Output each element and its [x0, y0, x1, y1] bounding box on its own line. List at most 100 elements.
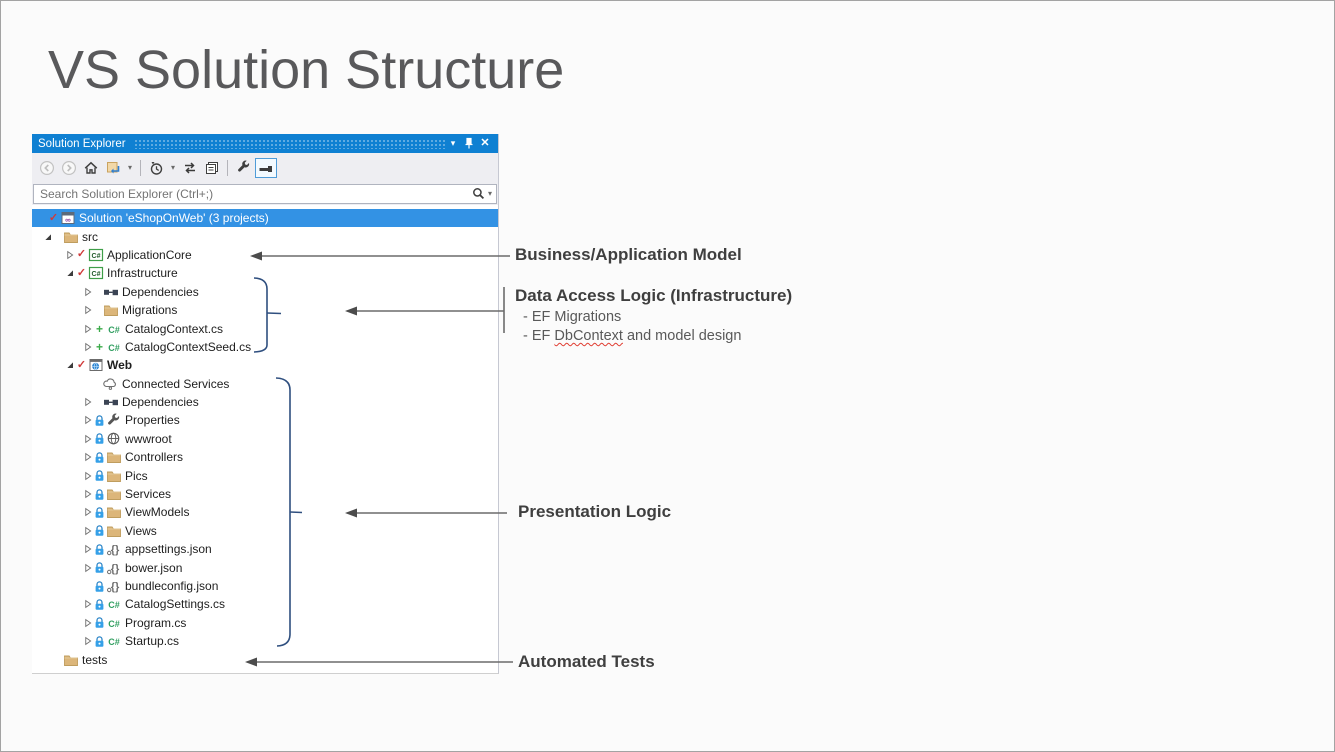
json-icon: {}	[105, 541, 122, 557]
panel-titlebar[interactable]: Solution Explorer ▾ ✕	[32, 134, 498, 153]
properties-icon[interactable]	[233, 157, 253, 179]
tree-item-pics[interactable]: Pics	[32, 466, 498, 484]
tree-item-tests[interactable]: tests	[32, 650, 498, 668]
tree-item-controllers[interactable]: Controllers	[32, 448, 498, 466]
expander-collapsed-icon[interactable]	[81, 414, 94, 426]
dependencies-icon	[102, 394, 119, 410]
wrench-icon	[105, 413, 122, 428]
expander-collapsed-icon[interactable]	[81, 470, 94, 482]
expander-collapsed-icon[interactable]	[81, 286, 94, 298]
folder-icon	[102, 302, 119, 318]
tree-item-properties[interactable]: Properties	[32, 411, 498, 429]
expander-collapsed-icon[interactable]	[81, 396, 94, 408]
svg-text:C#: C#	[108, 637, 120, 647]
tree-item-viewmodels[interactable]: ViewModels	[32, 503, 498, 521]
csproj-icon: C#	[87, 265, 104, 281]
tree-item-label: Migrations	[122, 303, 178, 318]
tree-item-label: Program.cs	[125, 615, 187, 630]
folder-icon	[105, 468, 122, 484]
sync-with-active-document-icon[interactable]	[180, 157, 200, 179]
tree-item-dependencies[interactable]: Dependencies	[32, 283, 498, 301]
csproj-icon: C#	[87, 247, 104, 263]
annotation-data-access: Data Access Logic (Infrastructure) - EF …	[515, 286, 792, 344]
expander-collapsed-icon[interactable]	[81, 525, 94, 537]
collapse-all-icon[interactable]	[202, 157, 222, 179]
tree-item-web[interactable]: ✓Web	[32, 356, 498, 374]
tree-item-label: ViewModels	[125, 505, 190, 520]
preview-selected-items-icon[interactable]	[255, 157, 277, 178]
tree-item-program-cs[interactable]: C# Program.cs	[32, 614, 498, 632]
expander-collapsed-icon[interactable]	[63, 249, 76, 261]
tree-item-services[interactable]: Services	[32, 485, 498, 503]
expander-collapsed-icon[interactable]	[81, 323, 94, 335]
tree-item-migrations[interactable]: Migrations	[32, 301, 498, 319]
tree-item-label: Dependencies	[122, 395, 199, 410]
expander-collapsed-icon[interactable]	[81, 543, 94, 555]
search-input[interactable]: Search Solution Explorer (Ctrl+;) ▾	[33, 183, 497, 204]
tree-item-applicationcore[interactable]: ✓C#ApplicationCore	[32, 246, 498, 264]
page-title: VS Solution Structure	[48, 40, 565, 100]
tree-item-bower-json[interactable]: {}bower.json	[32, 558, 498, 576]
tree-item-appsettings-json[interactable]: {}appsettings.json	[32, 540, 498, 558]
svg-text:C#: C#	[108, 619, 120, 629]
expander-collapsed-icon[interactable]	[81, 304, 94, 316]
tree-item-wwwroot[interactable]: wwwroot	[32, 430, 498, 448]
dropdown-caret-icon[interactable]: ▾	[127, 162, 132, 172]
tree-item-dependencies[interactable]: Dependencies	[32, 393, 498, 411]
tree-item-catalogcontext-cs[interactable]: +C#CatalogContext.cs	[32, 319, 498, 337]
expander-expanded-icon[interactable]	[63, 267, 76, 279]
titlebar-grip-texture	[133, 138, 445, 149]
tree-item-label: Services	[125, 487, 172, 502]
window-position-chevron-icon[interactable]: ▾	[450, 138, 456, 148]
switch-views-icon[interactable]	[103, 157, 123, 179]
svg-text:∞: ∞	[65, 216, 71, 225]
tree-item-infrastructure[interactable]: ✓C#Infrastructure	[32, 264, 498, 282]
dependencies-icon	[102, 284, 119, 300]
pending-changes-filter-icon[interactable]	[146, 157, 166, 179]
expander-collapsed-icon[interactable]	[81, 562, 94, 574]
search-options-caret-icon[interactable]: ▾	[487, 188, 492, 198]
folder-icon	[105, 449, 122, 465]
tree-item-label: tests	[82, 652, 108, 667]
expander-collapsed-icon[interactable]	[81, 433, 94, 445]
annotation-business: Business/Application Model	[515, 245, 742, 265]
expander-collapsed-icon[interactable]	[81, 598, 94, 610]
tree-item-connected-services[interactable]: Connected Services	[32, 375, 498, 393]
tree-item-views[interactable]: Views	[32, 522, 498, 540]
back-icon[interactable]	[37, 157, 57, 179]
annotation-tests-label: Automated Tests	[518, 652, 655, 671]
tree-item-startup-cs[interactable]: C#Startup.cs	[32, 632, 498, 650]
tree-item-label: CatalogSettings.cs	[125, 597, 226, 612]
search-icon[interactable]	[472, 187, 485, 200]
tree-item-bundleconfig-json[interactable]: {} bundleconfig.json	[32, 577, 498, 595]
json-icon: {}	[105, 578, 122, 594]
annotation-presentation-label: Presentation Logic	[518, 502, 672, 521]
dropdown-caret-icon[interactable]: ▾	[170, 162, 175, 172]
tree-item-src[interactable]: src	[32, 227, 498, 245]
tree-item-catalogcontextseed-cs[interactable]: +C#CatalogContextSeed.cs	[32, 338, 498, 356]
expander-collapsed-icon[interactable]	[81, 617, 94, 629]
svg-text:{}: {}	[110, 544, 119, 556]
tree-item-label: ApplicationCore	[107, 247, 192, 262]
home-icon[interactable]	[81, 157, 101, 179]
forward-icon[interactable]	[59, 157, 79, 179]
expander-expanded-icon[interactable]	[41, 231, 54, 243]
svg-text:{}: {}	[110, 563, 119, 575]
expander-collapsed-icon[interactable]	[81, 635, 94, 647]
pin-icon[interactable]	[461, 135, 477, 152]
svg-text:C#: C#	[91, 271, 100, 278]
expander-collapsed-icon[interactable]	[81, 506, 94, 518]
tree-item-catalogsettings-cs[interactable]: C#CatalogSettings.cs	[32, 595, 498, 613]
expander-collapsed-icon[interactable]	[81, 488, 94, 500]
tree-item-solution-eshoponweb-3-projects[interactable]: ✓∞Solution 'eShopOnWeb' (3 projects)	[32, 209, 498, 228]
lock-icon	[94, 524, 105, 537]
close-icon[interactable]: ✕	[480, 137, 490, 149]
tree-item-label: CatalogContext.cs	[125, 321, 224, 336]
expander-collapsed-icon[interactable]	[81, 451, 94, 463]
tree-item-label: bundleconfig.json	[125, 579, 219, 593]
expander-collapsed-icon[interactable]	[81, 341, 94, 353]
svg-text:{}: {}	[110, 581, 119, 593]
expander-expanded-icon[interactable]	[63, 359, 76, 371]
annotation-data-access-item2: - EF DbContext and model design	[523, 328, 742, 344]
